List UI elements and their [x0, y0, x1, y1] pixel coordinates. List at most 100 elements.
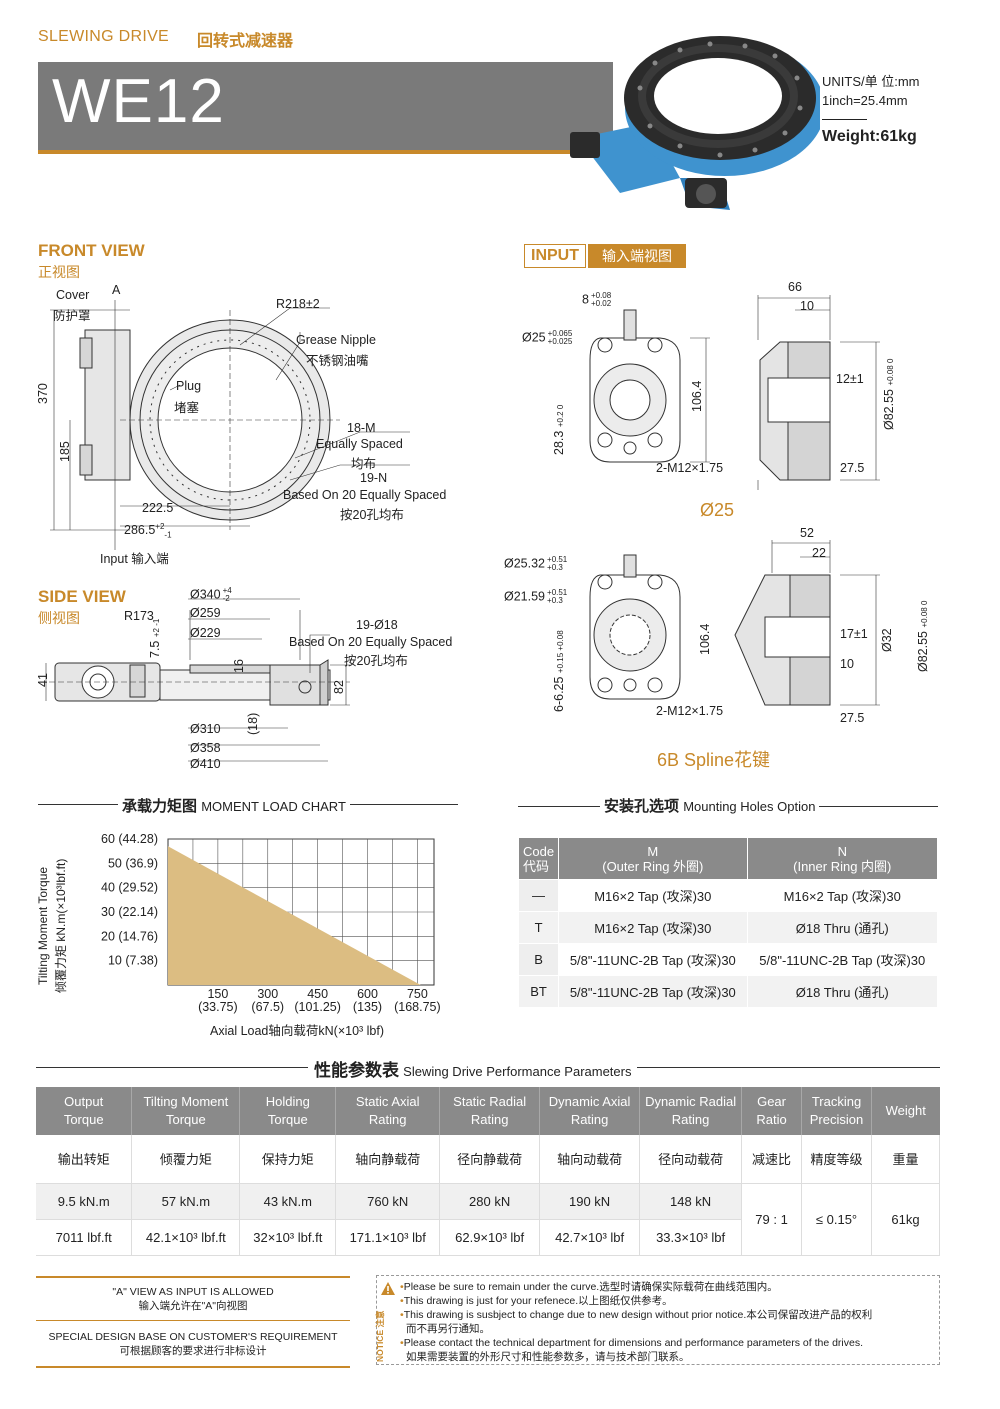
chart-y-label-en: Tilting Moment Torque [36, 866, 50, 985]
table-row: T M16×2 Tap (攻深)30 Ø18 Thru (通孔) [517, 911, 939, 944]
dim-185: 185 [58, 441, 72, 462]
input-caption-spline: 6B Spline花键 [657, 750, 771, 770]
chart-x-tick-label: 450 [307, 987, 328, 1001]
moment-chart-heading: 承载力矩图 MOMENT LOAD CHART [118, 795, 350, 816]
plug-en: Plug [176, 379, 202, 393]
side-view-subtitle: 侧视图 [38, 610, 80, 626]
list-item: •This drawing is susbject to change due … [400, 1309, 873, 1321]
front-view-subtitle: 正视图 [38, 264, 80, 280]
dim-d310: Ø310 [190, 722, 221, 736]
input-caption-d25: Ø25 [700, 500, 735, 520]
list-item: •This drawing is just for your refenece.… [400, 1295, 673, 1307]
dim-d32: Ø32 [880, 628, 894, 652]
mh-head-m: M(Outer Ring 外圈) [558, 837, 748, 880]
table-row: B 5/8"-11UNC-2B Tap (攻深)30 5/8"-11UNC-2B… [517, 943, 939, 976]
dim-10-bottom: 10 [840, 657, 854, 671]
view-a-label: A [112, 283, 121, 297]
thread-m12-bottom: 2-M12×1.75 [656, 704, 724, 718]
dim-d25: Ø25+0.065+0.025 [522, 329, 573, 346]
dim-82: 82 [332, 680, 346, 694]
plug-cn: 堵塞 [174, 401, 200, 415]
chart-x-tick-sublabel: (33.75) [198, 1000, 238, 1014]
chart-y-tick-label: 30 (22.14) [101, 905, 158, 919]
dim-27-5-top: 27.5 [840, 461, 865, 475]
list-item: 而不再另行通知。 [406, 1323, 490, 1335]
a-view-note: "A" VIEW AS INPUT IS ALLOWED 输入端允许在"A"向视… [112, 1286, 274, 1312]
chart-y-tick-label: 60 (44.28) [101, 832, 158, 846]
mh-head-n: N(Inner Ring 内圈) [746, 837, 939, 880]
chart-y-tick-label: 10 (7.38) [108, 954, 158, 968]
moment-load-chart: 10 (7.38)20 (14.76)30 (22.14)40 (29.52)5… [101, 832, 441, 1014]
category-en: SLEWING DRIVE [38, 28, 170, 45]
dim-d21-59: Ø21.59+0.51+0.3 [504, 588, 568, 605]
model-banner [38, 62, 613, 154]
n19-label: 19-N [360, 471, 388, 485]
table-row: — M16×2 Tap (攻深)30 M16×2 Tap (攻深)30 [517, 879, 939, 912]
front-view-title: FRONT VIEW [38, 241, 145, 260]
chart-x-tick-sublabel: (67.5) [251, 1000, 284, 1014]
dim-52: 52 [800, 526, 814, 540]
dim-d259: Ø259 [190, 606, 221, 620]
weight-divider [822, 119, 867, 120]
dim-41: 41 [36, 673, 50, 687]
chart-x-tick-sublabel: (101.25) [294, 1000, 341, 1014]
weight-label: Weight:61kg [822, 128, 917, 145]
m18-label: 18-M [347, 421, 376, 435]
front-view-drawing [50, 300, 410, 550]
grease-nipple-cn: 不锈钢油嘴 [306, 354, 369, 368]
dim-d358: Ø358 [190, 741, 221, 755]
chart-y-tick-label: 40 (29.52) [101, 881, 158, 895]
dim-22: 22 [812, 546, 826, 560]
performance-table: Output Torque Tilting Moment Torque Hold… [36, 1087, 941, 1256]
chart-x-label: Axial Load轴向载荷kN(×10³ lbf) [210, 1024, 385, 1038]
dim-d82-55-top: Ø82.55 +0.08 0 [882, 358, 896, 430]
dim-d340: Ø340+4-2 [190, 586, 232, 603]
r218-label: R218±2 [276, 297, 320, 311]
chart-area-fill [168, 846, 421, 985]
chart-x-tick-sublabel: (135) [353, 1000, 382, 1014]
dim-28-3: 28.3 +0.2 0 [552, 404, 566, 455]
chart-x-ticks: 150(33.75)300(67.5)450(101.25)600(135)75… [198, 987, 441, 1014]
dim-106-4-top: 106.4 [690, 380, 704, 412]
dim-d410: Ø410 [190, 757, 221, 771]
chart-x-tick-label: 300 [257, 987, 278, 1001]
dim-d82-55-bottom: Ø82.55 +0.08 0 [916, 600, 930, 672]
equally-spaced-en: Equally Spaced [316, 437, 403, 451]
chart-y-label-cn: 倾覆力矩 kN.m(×10³lbf.ft) [54, 858, 68, 993]
chart-x-tick-label: 600 [357, 987, 378, 1001]
equally-spaced-cn: 均布 [351, 457, 377, 471]
input-label: Input 输入端 [100, 552, 169, 566]
notes-top-rule [36, 1276, 350, 1278]
dim-222-5: 222.5 [142, 501, 174, 515]
table-row: 输出转矩 倾覆力矩 保持力矩 轴向静载荷 径向静载荷 轴向动载荷 径向动载荷 减… [36, 1135, 941, 1184]
dim-286-5: 286.5+2-1 [124, 522, 172, 540]
grease-nipple-en: Grease Nipple [296, 333, 376, 347]
dim-27-5-bottom: 27.5 [840, 711, 865, 725]
dim-8: 8+0.08+0.02 [582, 291, 612, 308]
notes-bottom-rule [36, 1366, 350, 1368]
notice-list: •Please be sure to remain under the curv… [400, 1280, 940, 1364]
dim-d229: Ø229 [190, 626, 221, 640]
chart-x-tick-label: 750 [407, 987, 428, 1001]
list-item: 如果需要装置的外形尺寸和性能参数多，请与技术部门联系。 [406, 1351, 690, 1363]
table-row: 9.5 kN.m 57 kN.m 43 kN.m 760 kN 280 kN 1… [36, 1183, 941, 1256]
dim-66: 66 [788, 280, 802, 294]
side-view-title: SIDE VIEW [38, 587, 126, 606]
notice-label: NOTICE 注意 [375, 1310, 385, 1362]
input-view-title: INPUT [524, 244, 586, 268]
dim-106-4-bottom: 106.4 [698, 623, 712, 655]
dim-10: 10 [800, 299, 814, 313]
based-on-20-cn: 按20孔均布 [340, 508, 404, 522]
side-view-drawing [40, 598, 350, 762]
cover-label-cn: 防护罩 [53, 309, 91, 323]
category-cn: 回转式减速器 [197, 33, 294, 50]
notes-mid-rule [36, 1320, 350, 1321]
thread-m12-top: 2-M12×1.75 [656, 461, 724, 475]
mounting-heading: 安装孔选项 Mounting Holes Option [600, 795, 820, 816]
side-based-on-20-en: Based On 20 Equally Spaced [289, 635, 453, 649]
dim-17: 17±1 [840, 627, 868, 641]
input-view-bottom-drawing [589, 540, 880, 706]
product-image [570, 36, 820, 210]
dim-d25-32: Ø25.32+0.51+0.3 [504, 555, 568, 572]
units-note: UNITS/单 位:mm 1inch=25.4mm [822, 74, 920, 108]
